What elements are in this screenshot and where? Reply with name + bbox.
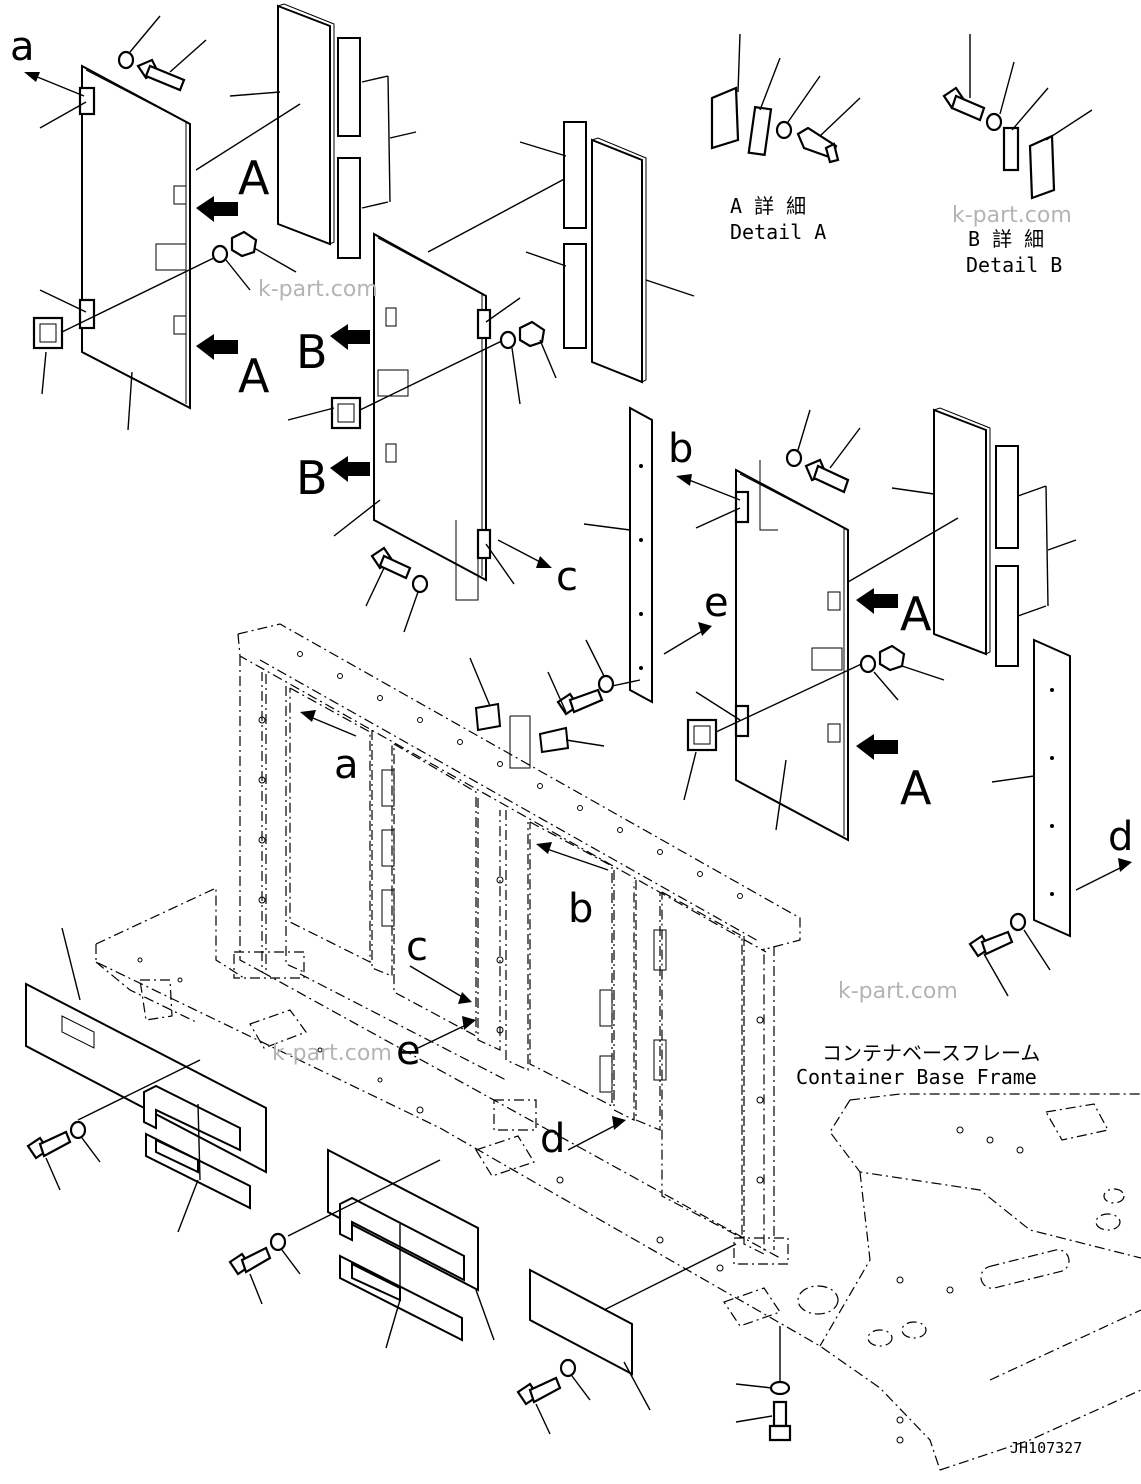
- washer-icon: [585, 639, 615, 694]
- insulation-pad: [195, 3, 335, 246]
- insulation-pad: [427, 137, 695, 384]
- drawing-code: JH107327: [1010, 1439, 1082, 1457]
- latch-icon: [686, 718, 718, 752]
- detail-a-title-en: Detail A: [730, 220, 826, 244]
- base-frame-label-en: Container Base Frame: [796, 1065, 1037, 1089]
- bolt-icon: [228, 1246, 272, 1305]
- washer-icon: [403, 574, 429, 633]
- washer-icon: [499, 330, 521, 405]
- detail-a-title-jp: A 詳 細: [730, 194, 806, 218]
- callout-a: a: [10, 24, 35, 70]
- washer-icon: [69, 1120, 101, 1163]
- insulation-pad: [847, 407, 991, 656]
- watermark: k-part.com: [952, 203, 1072, 228]
- arrow-icon: [300, 710, 626, 1151]
- bolt-icon: [968, 930, 1014, 997]
- latch-icon: [330, 396, 362, 430]
- callout-a-frame: a: [334, 742, 359, 788]
- callout-b: b: [668, 426, 693, 472]
- small-pad: [469, 657, 605, 769]
- washer-icon: [269, 1232, 301, 1275]
- washer-icon: [117, 15, 161, 70]
- callout-A: A: [900, 587, 932, 641]
- hinge-icon: [476, 308, 492, 340]
- bolt-icon: [516, 1376, 562, 1435]
- washer-icon: [785, 409, 811, 468]
- callout-B: B: [296, 451, 328, 505]
- arrow-icon: [330, 324, 370, 482]
- hinge-icon: [78, 86, 96, 116]
- arrow-icon: [29, 73, 85, 97]
- door-frame: [233, 623, 801, 1265]
- door-panel-left: [24, 64, 227, 431]
- callout-e-frame: e: [396, 1028, 421, 1074]
- bolt-icon: [136, 39, 207, 92]
- door-panel-center: [287, 232, 552, 601]
- washer-icon: [1009, 912, 1051, 971]
- insulation-block: [143, 1084, 251, 1233]
- hinge-icon: [734, 704, 750, 738]
- watermark: k-part.com: [838, 979, 958, 1004]
- nut-icon: [518, 320, 557, 379]
- bolt-icon: [547, 671, 604, 716]
- washer-icon: [211, 244, 251, 291]
- insulation-strip: [519, 121, 587, 349]
- hinge-icon: [476, 528, 492, 560]
- insulation-strip: [337, 37, 417, 259]
- lower-cover-panel-right: [529, 1243, 737, 1411]
- insulation-strip: [995, 445, 1077, 667]
- latch-icon: [32, 316, 64, 350]
- bolt-icon: [26, 1130, 72, 1191]
- callout-b-frame: b: [568, 886, 593, 932]
- washer-icon: [559, 1358, 591, 1401]
- callout-A: A: [238, 151, 270, 205]
- frame-bolt-holes: [258, 651, 764, 1184]
- arrow-icon: [856, 588, 898, 760]
- callout-A: A: [238, 349, 270, 403]
- callout-B: B: [296, 325, 328, 379]
- watermark: k-part.com: [258, 277, 378, 302]
- detail-b: [942, 34, 1093, 200]
- lower-cover-panel-middle: [287, 1148, 495, 1349]
- arrow-icon: [1075, 858, 1132, 891]
- callout-d: d: [1108, 814, 1133, 860]
- callout-d-frame: d: [540, 1116, 565, 1162]
- callout-c: c: [556, 554, 578, 600]
- detail-b-title-jp: B 詳 細: [968, 227, 1044, 251]
- callout-e: e: [704, 580, 729, 626]
- base-frame-label-jp: コンテナベースフレーム: [822, 1041, 1040, 1065]
- arrow-icon: [196, 196, 238, 360]
- hinge-icon: [78, 298, 96, 330]
- detail-a: [710, 33, 861, 164]
- vertical-cover-strip: [583, 406, 653, 704]
- watermark: k-part.com: [272, 1041, 392, 1066]
- callout-c-frame: c: [406, 924, 428, 970]
- nut-icon: [230, 230, 297, 273]
- container-base-frame: [95, 887, 1141, 1471]
- washer-icon: [859, 654, 899, 701]
- bolt-icon: [804, 427, 861, 494]
- base-bolt-holes: [137, 957, 1024, 1444]
- door-panel-right: [676, 460, 871, 842]
- bolt-icon: [365, 546, 412, 607]
- arrow-icon: [663, 622, 712, 655]
- hinge-icon: [734, 490, 750, 524]
- callout-A: A: [900, 761, 932, 815]
- bolt-icon: [735, 1326, 792, 1442]
- nut-icon: [878, 644, 945, 681]
- vertical-cover-strip: [991, 638, 1071, 938]
- detail-b-title-en: Detail B: [966, 253, 1062, 277]
